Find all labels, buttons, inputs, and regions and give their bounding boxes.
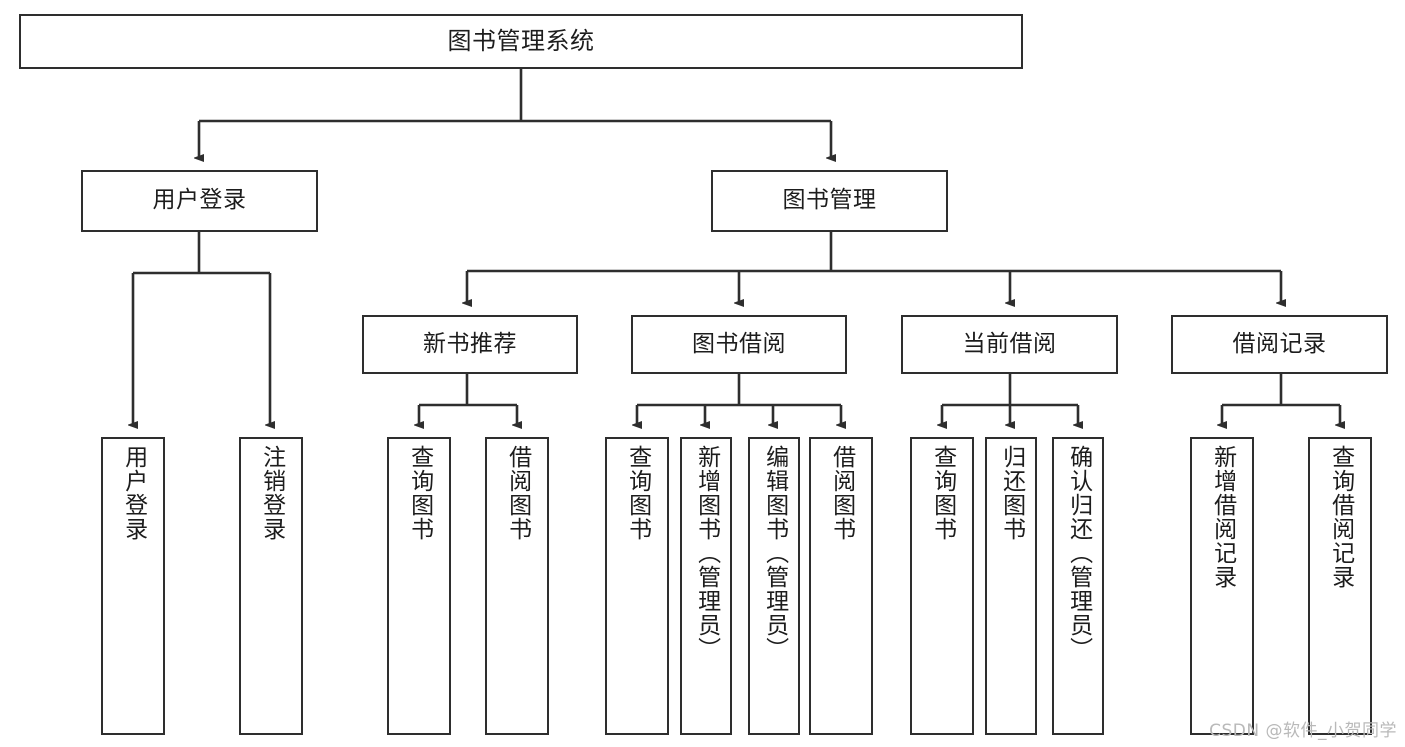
node-label: 借阅记录 [1232, 330, 1327, 357]
node-book-management[interactable]: 图书管理 [711, 170, 948, 232]
node-label: 新书推荐 [423, 330, 517, 357]
node-label: 图书管理 [782, 187, 877, 214]
node-label: 编辑图书（管理员） [761, 445, 788, 661]
node-leaf-borrow-book-newbook[interactable]: 借阅图书 [485, 437, 549, 735]
node-label: 查询图书 [624, 445, 651, 541]
node-leaf-logout[interactable]: 注销登录 [239, 437, 303, 735]
node-leaf-user-login[interactable]: 用户登录 [101, 437, 165, 735]
node-label: 借阅图书 [504, 445, 531, 541]
node-label: 新增借阅记录 [1209, 445, 1236, 589]
node-label: 用户登录 [120, 445, 147, 541]
node-leaf-query-book-current[interactable]: 查询图书 [910, 437, 974, 735]
node-label: 图书管理系统 [447, 27, 595, 56]
node-leaf-query-borrow-record[interactable]: 查询借阅记录 [1308, 437, 1372, 735]
node-label: 用户登录 [152, 187, 247, 214]
node-label: 注销登录 [258, 445, 285, 541]
node-leaf-edit-book-admin[interactable]: 编辑图书（管理员） [748, 437, 800, 735]
node-leaf-query-book-borrow[interactable]: 查询图书 [605, 437, 669, 735]
node-label: 借阅图书 [828, 445, 855, 541]
node-leaf-add-borrow-record[interactable]: 新增借阅记录 [1190, 437, 1254, 735]
node-leaf-query-book-newbook[interactable]: 查询图书 [387, 437, 451, 735]
node-book-borrow[interactable]: 图书借阅 [631, 315, 847, 374]
node-leaf-borrow-book[interactable]: 借阅图书 [809, 437, 873, 735]
node-current-borrow[interactable]: 当前借阅 [901, 315, 1118, 374]
node-label: 查询借阅记录 [1327, 445, 1354, 589]
node-leaf-return-book[interactable]: 归还图书 [985, 437, 1037, 735]
node-label: 新增图书（管理员） [693, 445, 720, 661]
node-borrow-record[interactable]: 借阅记录 [1171, 315, 1388, 374]
node-book-management-system[interactable]: 图书管理系统 [19, 14, 1023, 69]
node-user-login[interactable]: 用户登录 [81, 170, 318, 232]
node-label: 归还图书 [998, 445, 1025, 541]
node-new-book-recommend[interactable]: 新书推荐 [362, 315, 578, 374]
node-label: 图书借阅 [692, 330, 786, 357]
node-leaf-confirm-return-admin[interactable]: 确认归还（管理员） [1052, 437, 1104, 735]
node-label: 确认归还（管理员） [1065, 445, 1092, 661]
node-leaf-add-book-admin[interactable]: 新增图书（管理员） [680, 437, 732, 735]
node-label: 查询图书 [406, 445, 433, 541]
node-label: 当前借阅 [962, 330, 1057, 357]
node-label: 查询图书 [929, 445, 956, 541]
